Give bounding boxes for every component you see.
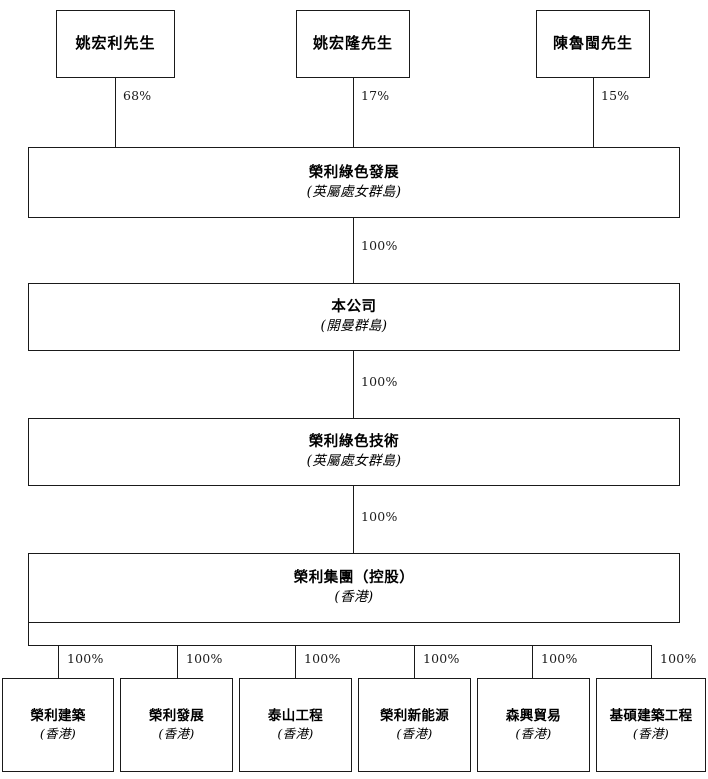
connector-shareholder-3 (593, 78, 594, 147)
subsidiary-box-1: 榮利建築 (香港) (2, 678, 114, 772)
shareholder-box-1: 姚宏利先生 (56, 10, 175, 78)
entity-jurisdiction: (香港) (334, 589, 374, 605)
entity-name: 本公司 (331, 298, 377, 316)
connector-subsidiary-4 (414, 645, 415, 678)
subsidiary-name: 榮利發展 (148, 707, 205, 724)
pct-shareholder-3: 15% (601, 88, 630, 103)
pct-shareholder-1: 68% (123, 88, 152, 103)
subsidiary-jurisdiction: (香港) (158, 726, 195, 741)
shareholder-name: 姚宏隆先生 (312, 34, 393, 53)
pct-subsidiary-4: 100% (423, 651, 460, 666)
entity-jurisdiction: (英屬處女群島) (306, 183, 402, 200)
subsidiary-name: 榮利新能源 (380, 707, 449, 724)
bus-stub-from-holdings (28, 623, 29, 645)
connector-shareholder-2 (353, 78, 354, 147)
subsidiary-name: 泰山工程 (267, 707, 324, 724)
entity-jurisdiction: (英屬處女群島) (306, 453, 402, 469)
pct-shareholder-2: 17% (361, 88, 390, 103)
entity-jurisdiction: (開曼群島) (320, 318, 388, 334)
subsidiary-jurisdiction: (香港) (515, 726, 552, 741)
entity-name: 榮利集團（控股） (293, 569, 415, 587)
connector-subsidiary-3 (295, 645, 296, 678)
subsidiary-name: 榮利建築 (30, 707, 86, 724)
connector-shareholder-1 (115, 78, 116, 147)
connector-level4-to-level5 (353, 486, 354, 553)
entity-box-rongli-group-holdings: 榮利集團（控股） (香港) (28, 553, 680, 623)
connector-level2-to-level3 (353, 218, 354, 283)
shareholder-box-3: 陳魯閩先生 (536, 10, 650, 78)
subsidiary-box-2: 榮利發展 (香港) (120, 678, 233, 772)
subsidiary-jurisdiction: (香港) (396, 726, 433, 741)
pct-subsidiary-6: 100% (660, 651, 697, 666)
subsidiary-box-6: 基碩建築工程 (香港) (596, 678, 706, 772)
entity-box-rongli-green-technology: 榮利綠色技術 (英屬處女群島) (28, 418, 680, 486)
subsidiary-jurisdiction: (香港) (632, 726, 670, 741)
subsidiary-box-5: 森興貿易 (香港) (477, 678, 590, 772)
subsidiary-name: 森興貿易 (505, 707, 562, 724)
connector-subsidiary-2 (177, 645, 178, 678)
pct-subsidiary-3: 100% (304, 651, 341, 666)
entity-name: 榮利綠色發展 (308, 163, 400, 181)
shareholder-name: 姚宏利先生 (75, 34, 156, 53)
pct-level4-to-level5: 100% (361, 509, 398, 524)
connector-subsidiary-6 (651, 645, 652, 678)
entity-name: 榮利綠色技術 (308, 433, 400, 451)
pct-subsidiary-5: 100% (541, 651, 578, 666)
shareholder-box-2: 姚宏隆先生 (296, 10, 410, 78)
pct-subsidiary-2: 100% (186, 651, 223, 666)
connector-subsidiary-5 (532, 645, 533, 678)
subsidiary-jurisdiction: (香港) (39, 726, 77, 741)
entity-box-the-company: 本公司 (開曼群島) (28, 283, 680, 351)
subsidiary-name: 基碩建築工程 (609, 707, 693, 724)
subsidiary-bus-line (28, 645, 651, 646)
connector-level3-to-level4 (353, 351, 354, 418)
pct-subsidiary-1: 100% (67, 651, 104, 666)
subsidiary-jurisdiction: (香港) (277, 726, 314, 741)
connector-subsidiary-1 (58, 645, 59, 678)
pct-level3-to-level4: 100% (361, 374, 398, 389)
pct-level2-to-level3: 100% (361, 238, 398, 253)
subsidiary-box-3: 泰山工程 (香港) (239, 678, 352, 772)
subsidiary-box-4: 榮利新能源 (香港) (358, 678, 471, 772)
shareholder-name: 陳魯閩先生 (552, 34, 633, 53)
entity-box-rongli-green-development: 榮利綠色發展 (英屬處女群島) (28, 147, 680, 218)
